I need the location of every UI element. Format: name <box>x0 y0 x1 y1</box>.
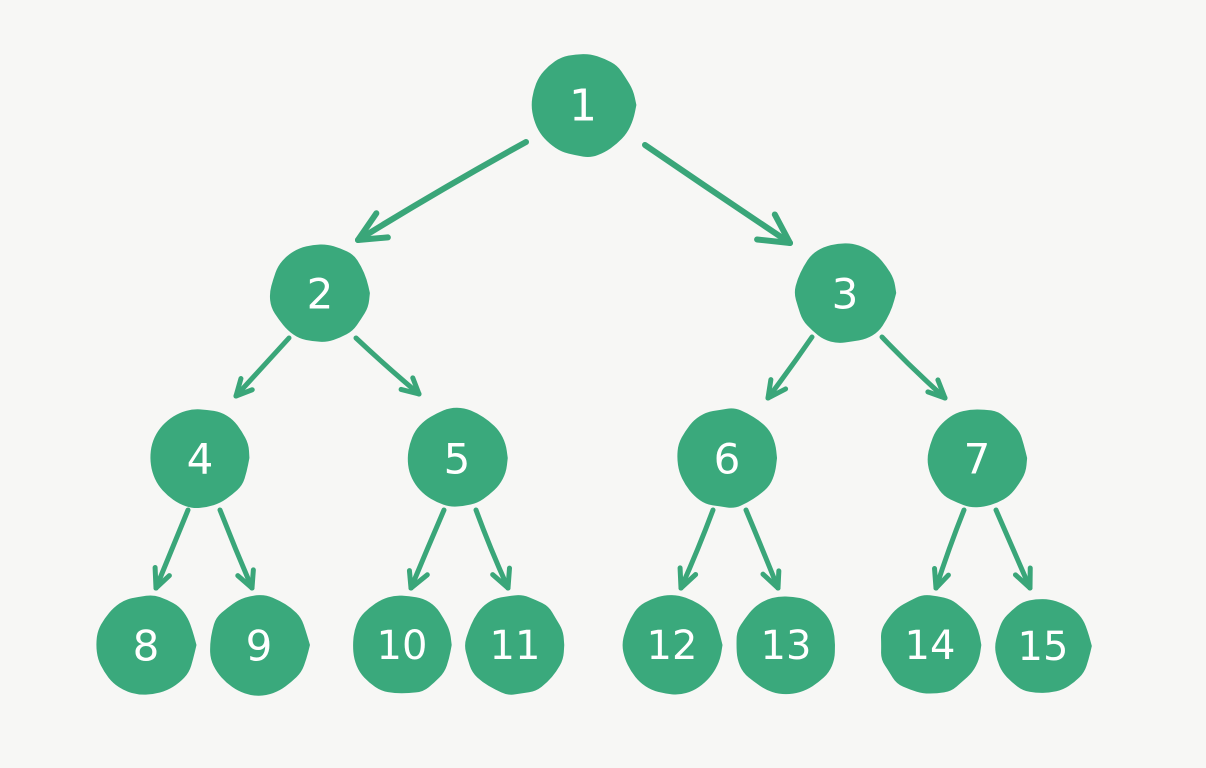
arrowhead-stroke <box>754 236 793 246</box>
tree-edge <box>406 507 447 591</box>
node-circle <box>269 244 370 342</box>
edge-line <box>473 507 511 591</box>
tree-node-14[interactable]: 14 <box>880 595 982 694</box>
tree-node-15[interactable]: 15 <box>995 599 1092 693</box>
edge-line <box>743 507 781 591</box>
arrowhead-stroke <box>153 573 172 591</box>
edge-line <box>993 507 1033 591</box>
edge-line <box>408 507 447 591</box>
arrowhead-stroke <box>408 572 430 591</box>
tree-edge <box>355 139 529 243</box>
tree-node-13[interactable]: 13 <box>736 596 835 695</box>
tree-node-2[interactable]: 2 <box>269 244 370 342</box>
arrowhead-stroke <box>677 565 684 591</box>
tree-node-12[interactable]: 12 <box>622 595 723 695</box>
tree-edge <box>879 334 948 401</box>
node-label: 10 <box>377 623 428 669</box>
arrowhead-stroke <box>678 571 699 591</box>
tree-node-10[interactable]: 10 <box>353 595 452 694</box>
tree-edge <box>473 507 512 591</box>
node-circle <box>353 595 452 694</box>
node-circle <box>794 243 897 343</box>
arrowhead-stroke <box>355 234 391 243</box>
tree-edge <box>233 335 292 399</box>
tree-node-4[interactable]: 4 <box>150 409 250 509</box>
arrowhead-stroke <box>765 377 774 401</box>
node-label: 4 <box>187 435 214 484</box>
tree-edge <box>932 507 967 591</box>
node-label: 12 <box>647 623 698 669</box>
arrowhead-stroke <box>249 567 256 591</box>
node-label: 14 <box>905 623 956 669</box>
edges-layer <box>152 139 1033 591</box>
node-label: 15 <box>1018 624 1069 670</box>
arrowhead-stroke <box>490 572 511 591</box>
node-label: 5 <box>444 435 471 484</box>
tree-edge <box>677 507 716 591</box>
node-label: 9 <box>246 622 273 671</box>
node-circle <box>150 409 250 509</box>
tree-edge <box>765 334 815 401</box>
tree-edge <box>152 507 191 591</box>
arrowhead-stroke <box>935 377 948 401</box>
tree-edge <box>353 335 422 397</box>
node-circle <box>677 408 778 508</box>
node-label: 11 <box>490 623 541 669</box>
node-circle <box>531 54 637 158</box>
tree-edge <box>217 507 256 591</box>
node-label: 7 <box>964 435 991 484</box>
node-circle <box>96 595 197 695</box>
tree-edge <box>743 507 782 591</box>
tree-node-6[interactable]: 6 <box>677 408 778 508</box>
node-label: 13 <box>761 623 812 669</box>
edge-line <box>153 507 191 591</box>
tree-node-9[interactable]: 9 <box>210 595 310 696</box>
tree-edge <box>993 507 1033 591</box>
node-circle <box>995 599 1092 693</box>
arrowhead-stroke <box>398 386 422 397</box>
tree-node-11[interactable]: 11 <box>465 595 565 695</box>
node-circle <box>927 409 1028 508</box>
edge-line <box>355 139 529 243</box>
arrowhead-stroke <box>233 387 255 399</box>
edge-line <box>642 142 793 246</box>
node-label: 1 <box>569 81 597 132</box>
node-circle <box>465 595 565 695</box>
arrowhead-stroke <box>152 565 159 591</box>
arrowhead-stroke <box>765 386 789 401</box>
node-circle <box>736 596 835 695</box>
arrowhead-stroke <box>505 565 512 591</box>
edge-line <box>217 507 255 591</box>
arrowhead-stroke <box>410 375 422 397</box>
node-label: 6 <box>714 435 741 484</box>
arrowhead-stroke <box>760 571 781 591</box>
edge-line <box>678 507 716 591</box>
tree-node-1[interactable]: 1 <box>531 54 637 158</box>
tree-node-3[interactable]: 3 <box>794 243 897 343</box>
node-circle <box>622 595 723 695</box>
arrowhead-stroke <box>933 572 951 591</box>
node-label: 8 <box>133 622 160 671</box>
edge-line <box>353 335 422 397</box>
edge-line <box>879 334 948 401</box>
node-circle <box>880 595 982 694</box>
arrowhead-stroke <box>775 568 782 591</box>
tree-edge <box>642 142 793 246</box>
node-label: 2 <box>307 270 334 319</box>
edge-line <box>765 334 815 401</box>
arrowhead-stroke <box>355 210 380 243</box>
node-circle <box>210 595 310 696</box>
node-circle <box>407 407 508 507</box>
arrowhead-stroke <box>771 211 793 246</box>
arrowhead-stroke <box>235 573 255 591</box>
edge-line <box>933 507 967 591</box>
tree-node-5[interactable]: 5 <box>407 407 508 507</box>
node-label: 3 <box>832 270 859 319</box>
edge-line <box>233 335 292 399</box>
tree-node-8[interactable]: 8 <box>96 595 197 695</box>
tree-node-7[interactable]: 7 <box>927 409 1028 508</box>
